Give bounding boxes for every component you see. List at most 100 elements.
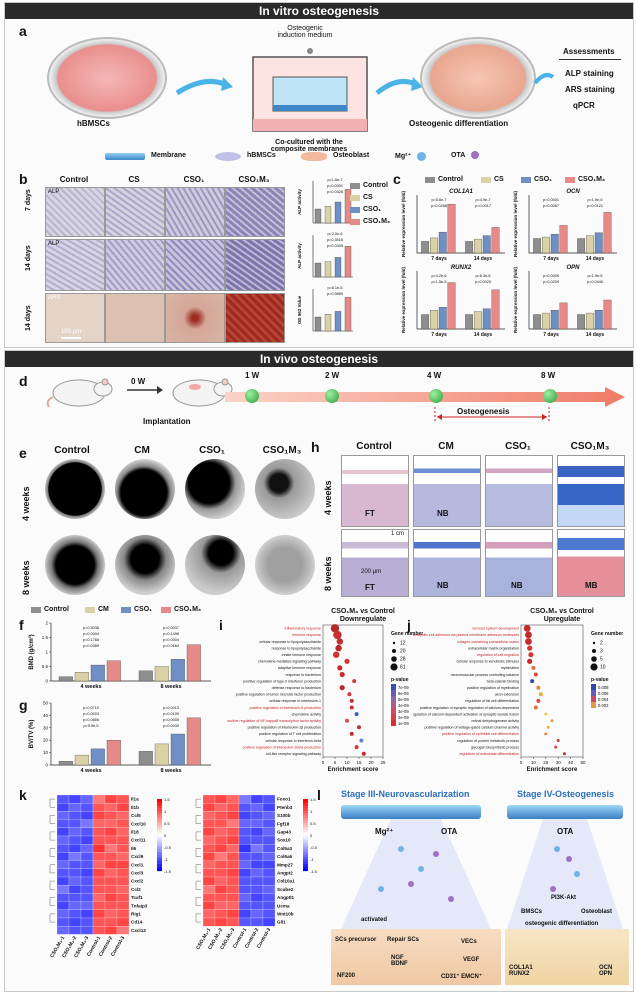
heatmap-cell xyxy=(92,885,106,894)
heatmap-row-label: Il1a xyxy=(131,797,139,802)
p-value-label: p=0.0003 xyxy=(83,712,99,716)
heatmap-cell xyxy=(202,844,216,853)
bar xyxy=(186,644,201,682)
c-legend-swatch-control xyxy=(425,177,435,183)
heatmap-cell xyxy=(80,909,94,919)
bar xyxy=(550,234,559,254)
enrichment-term: positive regulation of interleukin-1β pr… xyxy=(248,726,321,730)
heatmap-cell xyxy=(226,917,240,927)
chart-title: CSO₁M₃ vs Control xyxy=(530,608,594,615)
heatmap-cell xyxy=(214,844,228,853)
x-tick-label: 15 xyxy=(356,760,362,765)
heatmap-cell xyxy=(104,852,118,861)
bar xyxy=(577,314,586,330)
b-legend-swatch-cs xyxy=(350,195,360,201)
chart-title: CSO₁M₃ vs Control xyxy=(331,608,395,615)
enrichment-term: defense response to bacterium xyxy=(272,686,321,690)
enrichment-dot xyxy=(333,651,340,658)
p-value-label: p=0.0005 xyxy=(163,718,179,722)
l-stage3: Stage III-Neurovascularization xyxy=(341,789,470,799)
colorbar-segment xyxy=(157,849,162,852)
p-value-label: p=0.0164 xyxy=(163,644,179,648)
x-tick-label: 10 xyxy=(344,760,350,765)
heatmap-cell xyxy=(68,803,82,812)
panel-l-label: l xyxy=(317,787,321,803)
heatmap-row-label: Col5a3 xyxy=(277,846,293,851)
heatmap-row-label: Cxcl9 xyxy=(131,854,144,859)
colorbar-segment xyxy=(157,820,162,824)
dendrogram-branch xyxy=(49,880,55,890)
heatmap-cell xyxy=(238,901,252,910)
size-legend-label: 12 xyxy=(400,641,406,647)
enrichment-dot xyxy=(525,631,532,639)
e-ct-4w-cso1 xyxy=(185,459,245,519)
enrichment-term: adaptive immune response xyxy=(278,666,321,670)
petri-dish-hbmsc xyxy=(47,37,167,119)
y-axis-label: ALP activity xyxy=(297,243,302,269)
enrichment-term: response to lipopolysaccharide xyxy=(272,646,321,650)
heatmap-cell xyxy=(104,909,118,919)
heatmap-row-label: Il6 xyxy=(131,846,137,851)
color-legend-title: p-value xyxy=(391,677,409,683)
dendrogram-branch xyxy=(195,897,201,906)
fg-legend: Control CM CSO₁ CSO₁M₃ xyxy=(25,605,225,615)
c-legend-swatch-cso1 xyxy=(521,177,531,183)
colorbar-label: 0 xyxy=(310,833,313,838)
enrichment-term: cellular response to interferon-beta xyxy=(265,739,321,743)
bar xyxy=(465,241,474,254)
b-alp-tag-2: ALP xyxy=(48,241,60,247)
colorbar-segment xyxy=(303,863,308,867)
enrichment-term: regulation of fat cell differentiation xyxy=(465,699,519,703)
heatmap-cell xyxy=(104,876,118,886)
heatmap-cell xyxy=(250,819,264,828)
bar xyxy=(430,237,438,254)
bar xyxy=(603,212,612,254)
heatmap-row-label: Il18 xyxy=(131,830,139,835)
dendrogram-branch xyxy=(49,831,55,841)
p-value-label: p=0.0030 xyxy=(163,724,179,728)
enrichment-term: nervous system development xyxy=(472,627,519,631)
heatmap-cell xyxy=(202,876,216,886)
color-legend-label: 0.008 xyxy=(598,685,609,690)
p-value-label: p=0.0268 xyxy=(431,204,447,208)
bar xyxy=(314,262,322,278)
chart-title: Downregulate xyxy=(340,616,386,623)
color-legend-swatch xyxy=(391,696,396,702)
size-legend-dot xyxy=(392,649,396,653)
colorbar-label: 1 xyxy=(310,809,313,814)
enrichment-dot xyxy=(550,719,554,723)
p-value-label: p=0.0020 xyxy=(475,280,491,284)
y-tick-label: 20 xyxy=(43,738,49,743)
heatmap-cell xyxy=(202,794,216,804)
colorbar-label: 1.5 xyxy=(310,797,316,802)
heatmap-row-label: Col6a6 xyxy=(277,854,293,859)
heatmap-cell xyxy=(104,844,118,853)
heatmap-row-label: Cxcl1 xyxy=(131,862,144,867)
d-week-2: 2 W xyxy=(325,371,340,380)
p-value-label: p=1.5e-5 xyxy=(431,280,446,284)
heatmap-cell xyxy=(238,835,252,845)
fg-legend-control: Control xyxy=(44,606,69,613)
colorbar-label: -1.5 xyxy=(164,869,172,874)
colorbar-segment xyxy=(157,811,162,814)
color-legend-swatch xyxy=(391,720,396,726)
bar xyxy=(58,761,73,766)
heatmap-row-label: Gap43 xyxy=(277,830,291,835)
heatmap-cell xyxy=(68,893,82,902)
size-legend-dot xyxy=(592,649,596,653)
x-axis-label: Enrichment score xyxy=(328,767,379,773)
p-value-label: p=0.0004 xyxy=(163,638,179,642)
chart-title: OPN xyxy=(566,265,580,271)
enrichment-dot xyxy=(335,644,342,652)
heatmap-cell xyxy=(214,803,228,812)
heatmap-cell xyxy=(202,835,216,845)
heatmap-cell xyxy=(238,819,252,828)
enrichment-term: positive regulation of type II interfero… xyxy=(243,679,321,683)
bar xyxy=(344,246,352,278)
d-timeline-arrow xyxy=(225,387,625,407)
enrichment-dot xyxy=(349,705,354,710)
p-value-label: p=0.0017 xyxy=(475,204,491,208)
heatmap-cell xyxy=(92,852,106,861)
y-axis-label: Relative expression level (fold) xyxy=(513,266,518,333)
b-img-14d-cs xyxy=(105,239,165,291)
